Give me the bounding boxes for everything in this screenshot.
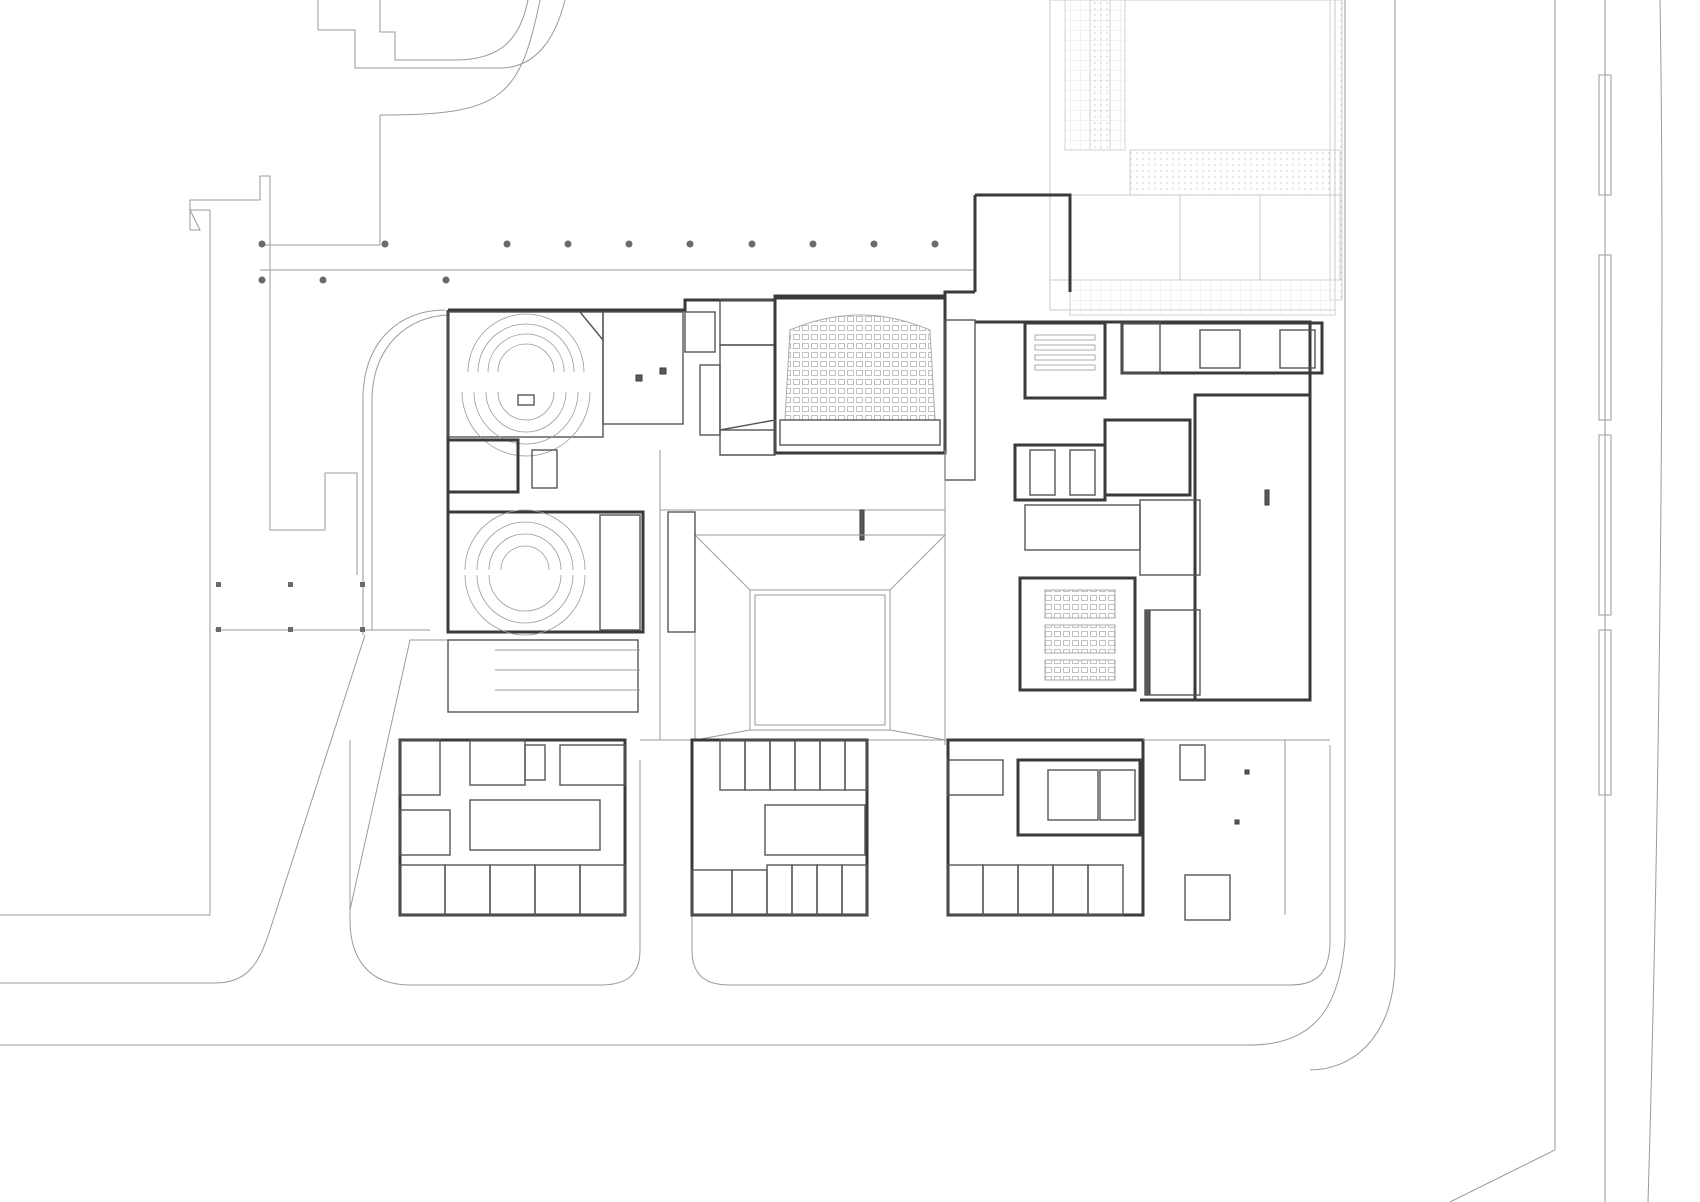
office-block-se	[946, 738, 1286, 921]
hall-support-rooms-nw	[602, 299, 776, 436]
building-main	[398, 193, 1330, 921]
lecture-hall-w	[446, 438, 696, 636]
west-stair-block	[447, 639, 640, 713]
street-lane-markings	[1598, 74, 1612, 796]
atrium-skylight	[694, 534, 946, 741]
lecture-room-e	[1018, 576, 1201, 696]
office-block-sc	[690, 738, 869, 917]
site-context	[0, 0, 1663, 1202]
paved-plaza	[1049, 0, 1343, 316]
auditorium	[719, 296, 976, 481]
office-block-sw	[398, 738, 627, 917]
east-wing	[1013, 321, 1324, 702]
canopy-columns	[216, 240, 939, 632]
canopy	[215, 269, 975, 635]
lecture-hall-nw	[447, 311, 604, 457]
